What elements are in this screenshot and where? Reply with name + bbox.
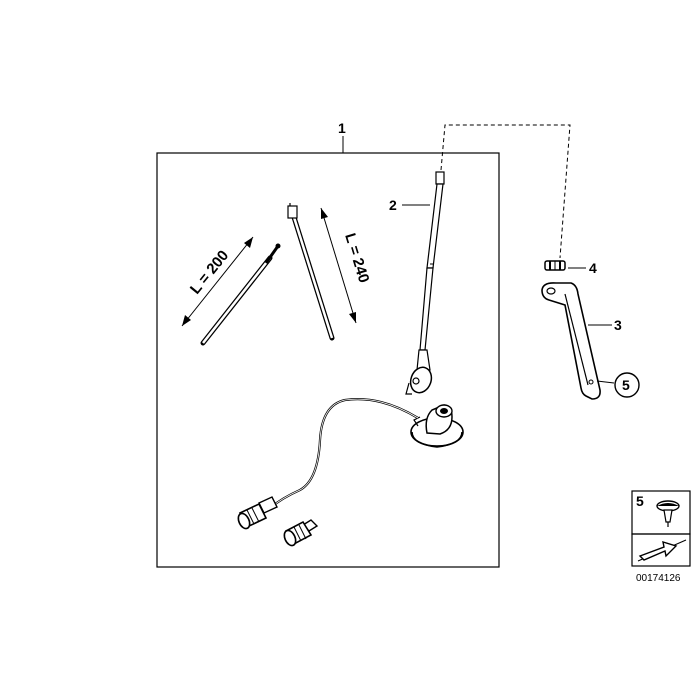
leader-2: 2 bbox=[389, 197, 430, 213]
leader-4: 4 bbox=[568, 260, 597, 276]
grommet bbox=[544, 260, 566, 271]
cable-connector bbox=[237, 496, 278, 530]
bracket bbox=[541, 282, 601, 400]
inset-box: 5 bbox=[631, 490, 691, 567]
screw-icon bbox=[656, 500, 680, 527]
arrow-symbol-icon bbox=[637, 539, 688, 562]
leader-5: 5 bbox=[596, 372, 640, 398]
adapter-plug bbox=[283, 519, 319, 547]
callout-2: 2 bbox=[389, 197, 397, 213]
antenna-rod-short bbox=[200, 243, 281, 346]
dimension-rod-short: L = 200 bbox=[181, 236, 254, 327]
kit-group-frame: 1 bbox=[156, 120, 500, 568]
part-number: 00174126 bbox=[636, 573, 681, 584]
assembly-reference-line bbox=[440, 124, 571, 259]
antenna-base bbox=[410, 404, 464, 448]
dimension-rod-long: L = 240 bbox=[320, 207, 372, 324]
callout-4: 4 bbox=[589, 260, 597, 276]
callout-5: 5 bbox=[622, 377, 630, 393]
antenna-rod-long bbox=[287, 203, 335, 341]
callout-1: 1 bbox=[338, 120, 346, 136]
antenna-mast bbox=[405, 171, 445, 395]
dimension-label-240: L = 240 bbox=[341, 231, 372, 285]
leader-3: 3 bbox=[588, 317, 622, 333]
callout-3: 3 bbox=[614, 317, 622, 333]
inset-callout-5: 5 bbox=[636, 493, 644, 509]
antenna-cable bbox=[269, 398, 419, 509]
